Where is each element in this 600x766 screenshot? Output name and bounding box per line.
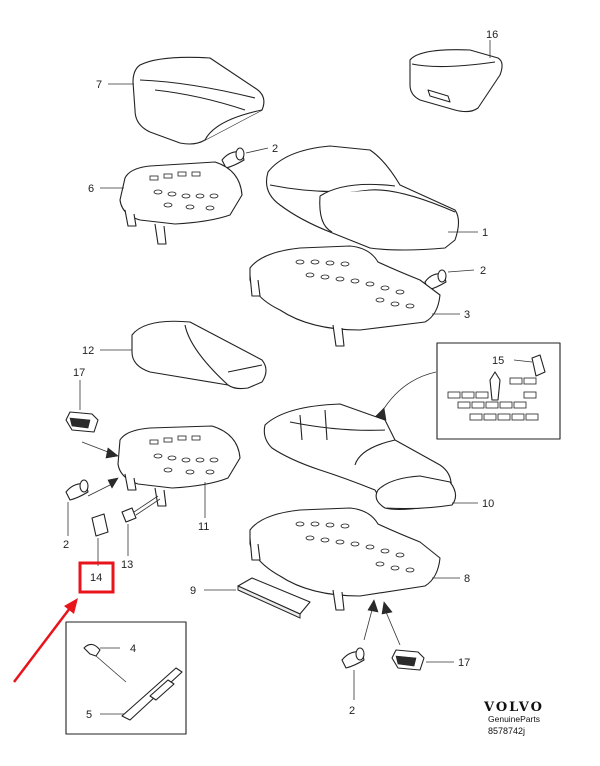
callout-2-left: 2 (63, 539, 69, 551)
volvo-logo: VOLVO GenuineParts 8578742j (483, 700, 544, 736)
part-2-clip-top (221, 147, 245, 169)
part-6-seat-frame (119, 161, 243, 245)
part-8-seat-frame (249, 507, 441, 611)
callout-7: 7 (96, 79, 102, 91)
part-1-seat-cushion (265, 145, 460, 251)
arrow-2-to-frame (107, 477, 119, 489)
callout-17-right: 17 (458, 657, 470, 669)
part-16-cushion (409, 49, 503, 113)
callout-2-top: 2 (272, 143, 278, 155)
part-11-seat-frame (117, 425, 241, 507)
highlight-box-14 (78, 561, 115, 594)
callout-9: 9 (190, 585, 196, 597)
part-10-bolster (375, 475, 457, 510)
detail-inset-15 (436, 342, 561, 440)
callout-1: 1 (482, 227, 488, 239)
callout-13: 13 (121, 559, 133, 571)
logo-sub: GenuineParts (488, 714, 540, 724)
arrow-17-to-frame8 (381, 601, 393, 615)
part-2-clip-bottom (341, 647, 365, 669)
part-9-strip (237, 577, 311, 619)
callout-2-bottom: 2 (349, 705, 355, 717)
logo-code: 8578742j (488, 726, 525, 736)
arrow-17-to-frame (105, 447, 119, 459)
callout-6: 6 (88, 183, 94, 195)
callout-3: 3 (464, 309, 470, 321)
detail-inset-4-5 (65, 621, 187, 735)
callout-8: 8 (464, 573, 470, 585)
callout-10: 10 (482, 498, 494, 510)
part-14-pad (91, 513, 109, 537)
callout-2-right: 2 (480, 265, 486, 277)
part-7-seat-cushion (132, 56, 265, 145)
callout-17-left: 17 (73, 367, 85, 379)
part-17-clip-left (65, 411, 99, 433)
part-3-seat-frame (249, 245, 441, 347)
callout-5: 5 (86, 709, 92, 721)
callout-12: 12 (82, 345, 94, 357)
arrow-inset-to-cushion (379, 371, 437, 416)
callout-15: 15 (492, 355, 504, 367)
callout-14: 14 (90, 572, 102, 584)
callout-11: 11 (198, 521, 209, 533)
callout-16: 16 (486, 29, 498, 41)
part-17-clip-right (391, 649, 425, 671)
callout-4: 4 (130, 643, 136, 655)
part-2-clip-left (65, 479, 89, 501)
red-pointer-arrow (13, 598, 78, 683)
part-13-screw (121, 495, 161, 523)
part-12-backrest-cushion (131, 320, 267, 390)
logo-brand: VOLVO (483, 700, 544, 715)
arrow-2-to-frame8 (367, 599, 379, 613)
